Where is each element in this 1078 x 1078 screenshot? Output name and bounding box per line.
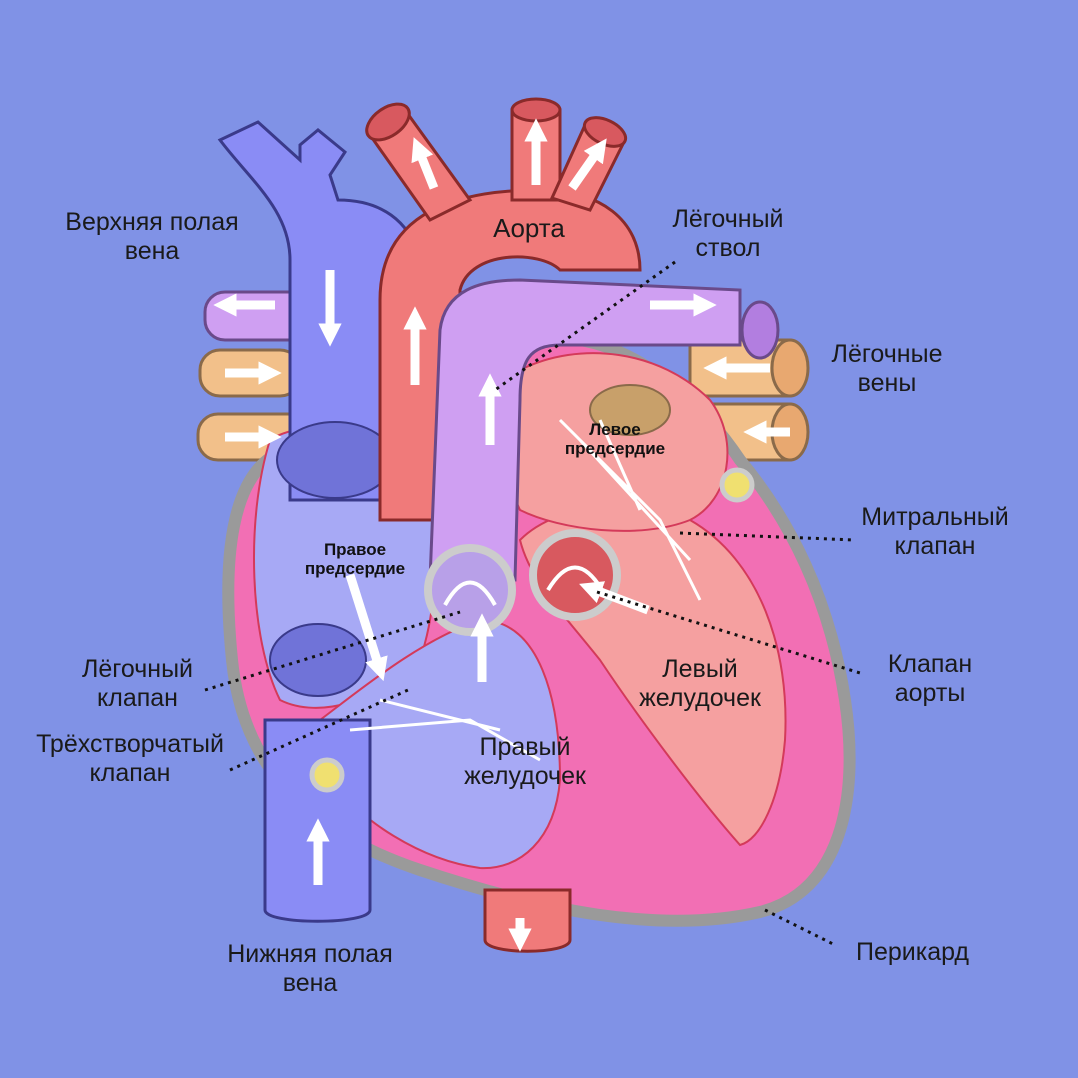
label-aortic-valve: Клапан аорты bbox=[855, 650, 1005, 708]
label-line: вена bbox=[282, 969, 338, 997]
label-aorta: Аорта bbox=[464, 214, 594, 243]
label-line: клапан bbox=[97, 684, 178, 712]
label-line: Верхняя полая bbox=[65, 208, 239, 236]
descending-aorta bbox=[483, 888, 572, 953]
label-line: Перикард bbox=[855, 938, 970, 966]
label-line: Митральный bbox=[861, 503, 1009, 531]
label-line: Трёхстворчатый bbox=[36, 730, 224, 758]
label-line: Клапан bbox=[887, 650, 973, 678]
label-line: Левый bbox=[662, 655, 738, 683]
chordae-tendineae bbox=[349, 418, 702, 762]
label-pulmonary-valve: Лёгочный клапан bbox=[60, 655, 215, 713]
label-right-atrium: Правое предсердие bbox=[280, 540, 430, 578]
label-line: Левое bbox=[589, 420, 641, 439]
label-pulmonary-trunk: Лёгочный ствол bbox=[648, 205, 808, 263]
label-left-atrium: Левое предсердие bbox=[540, 420, 690, 458]
label-inferior-vena-cava: Нижняя полая вена bbox=[200, 940, 420, 998]
label-line: Лёгочный bbox=[82, 655, 193, 683]
label-line: желудочек bbox=[464, 762, 586, 790]
label-line: вена bbox=[124, 237, 180, 265]
label-line: Правое bbox=[323, 540, 387, 559]
leader-lines bbox=[204, 260, 861, 947]
label-superior-vena-cava: Верхняя полая вена bbox=[42, 208, 262, 266]
pulmonary-trunk bbox=[428, 278, 742, 582]
label-line: Правый bbox=[479, 733, 571, 761]
label-line: клапан bbox=[89, 759, 171, 787]
label-pericardium: Перикард bbox=[835, 938, 990, 967]
label-line: Аорта bbox=[493, 213, 565, 243]
label-line: клапан bbox=[894, 532, 976, 560]
label-line: желудочек bbox=[639, 684, 761, 712]
label-left-ventricle: Левый желудочек bbox=[615, 655, 785, 713]
pulmonary-artery-right-opening bbox=[740, 300, 780, 360]
label-line: вены bbox=[857, 369, 917, 397]
label-line: аорты bbox=[894, 679, 966, 707]
valves bbox=[309, 384, 755, 793]
label-line: ствол bbox=[695, 234, 761, 262]
label-pulmonary-veins: Лёгочные вены bbox=[812, 340, 962, 398]
label-mitral-valve: Митральный клапан bbox=[835, 503, 1035, 561]
label-tricuspid-valve: Трёхстворчатый клапан bbox=[15, 730, 245, 788]
label-line: Лёгочные bbox=[831, 340, 943, 368]
label-line: предсердие bbox=[304, 559, 406, 578]
label-line: Нижняя полая bbox=[227, 940, 393, 968]
label-right-ventricle: Правый желудочек bbox=[440, 733, 610, 791]
label-line: Лёгочный bbox=[672, 205, 784, 233]
blood-flow-arrows bbox=[213, 118, 790, 952]
right-ventricle-chamber bbox=[318, 618, 562, 870]
label-line: предсердие bbox=[564, 439, 666, 458]
